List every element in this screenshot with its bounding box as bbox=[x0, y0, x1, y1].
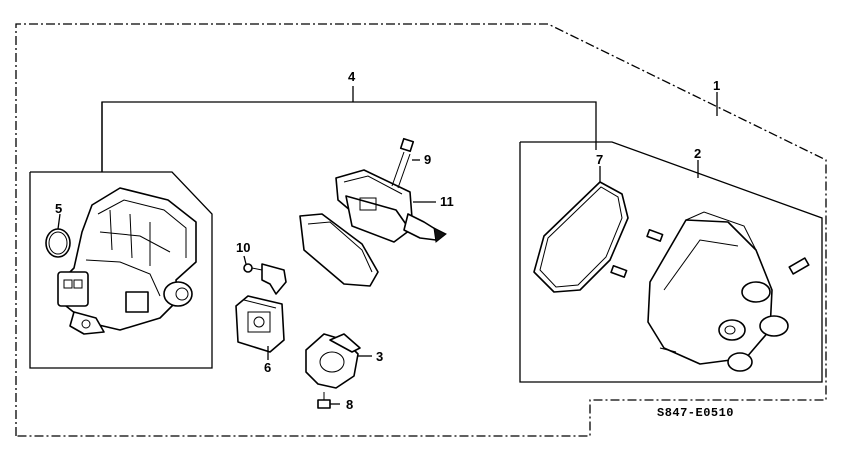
callout-10: 10 bbox=[236, 240, 250, 255]
housing-4-boundary bbox=[101, 101, 597, 172]
callout-2: 2 bbox=[694, 146, 701, 161]
screw-8 bbox=[317, 392, 331, 409]
rotor-3 bbox=[305, 333, 361, 389]
ignition-coil-11 bbox=[335, 169, 447, 243]
cap-screw-a bbox=[646, 228, 664, 242]
o-ring-5 bbox=[45, 228, 71, 258]
cap-seal-7 bbox=[533, 181, 629, 293]
callout-6: 6 bbox=[264, 360, 271, 375]
screw-10 bbox=[243, 263, 263, 273]
callout-4: 4 bbox=[348, 69, 356, 84]
distributor-housing bbox=[57, 187, 197, 335]
callout-5: 5 bbox=[55, 201, 62, 216]
bracket bbox=[261, 263, 287, 295]
callout-11: 11 bbox=[440, 194, 454, 209]
cap-box bbox=[519, 141, 823, 383]
assembly-1-boundary bbox=[15, 23, 827, 437]
callout-8: 8 bbox=[346, 397, 353, 412]
callout-3: 3 bbox=[376, 349, 383, 364]
diagram-code: S847-E0510 bbox=[657, 406, 734, 420]
callout-7: 7 bbox=[596, 152, 603, 167]
callout-9: 9 bbox=[424, 152, 431, 167]
cover-plate bbox=[299, 213, 379, 287]
bolt-9 bbox=[391, 137, 415, 189]
housing-box bbox=[29, 171, 213, 369]
cap-bolt bbox=[788, 257, 810, 275]
igniter-unit-6 bbox=[235, 295, 285, 353]
callout-1: 1 bbox=[713, 78, 720, 93]
distributor-cap-2 bbox=[647, 211, 789, 372]
cap-screw-b bbox=[610, 264, 628, 278]
